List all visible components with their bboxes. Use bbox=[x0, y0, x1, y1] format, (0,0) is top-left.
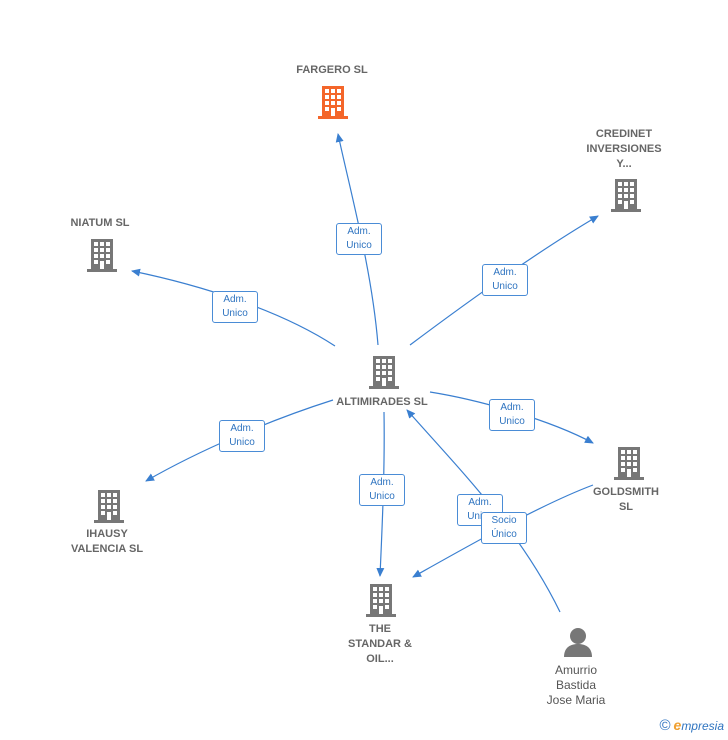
copyright-symbol: © bbox=[659, 717, 671, 734]
edge-label-to-credinet: Adm. Unico bbox=[482, 264, 528, 296]
building-icon-niatum[interactable] bbox=[87, 239, 117, 272]
edge-label-to-niatum: Adm. Unico bbox=[212, 291, 258, 323]
node-label-amurrio[interactable]: Amurrio Bastida Jose Maria bbox=[546, 663, 606, 707]
edge-label-to-fargero: Adm. Unico bbox=[336, 223, 382, 255]
edge-label-to-ihausy: Adm. Unico bbox=[219, 420, 265, 452]
edge-label-to-goldsmith: Adm. Unico bbox=[489, 399, 535, 431]
edge-label-to-standar: Adm. Unico bbox=[359, 474, 405, 506]
person-icon-amurrio[interactable] bbox=[564, 628, 592, 657]
node-label-ihausy[interactable]: IHAUSY VALENCIA SL bbox=[70, 528, 144, 555]
edge-label-goldsmith-to-standar: Socio Único bbox=[481, 512, 527, 544]
node-label-credinet[interactable]: CREDINET INVERSIONES Y... bbox=[586, 128, 662, 170]
node-label-fargero[interactable]: FARGERO SL bbox=[296, 64, 368, 76]
building-icon-goldsmith[interactable] bbox=[614, 447, 644, 480]
brand-logo-e: e bbox=[673, 717, 682, 733]
building-icon-credinet[interactable] bbox=[611, 179, 641, 212]
edges bbox=[131, 133, 599, 613]
node-label-standar[interactable]: THE STANDAR & OIL... bbox=[348, 623, 412, 665]
building-icon-fargero[interactable] bbox=[318, 86, 348, 119]
brand-watermark: ©empresia bbox=[659, 717, 724, 734]
building-icon-ihausy[interactable] bbox=[94, 490, 124, 523]
node-label-goldsmith[interactable]: GOLDSMITH SL bbox=[593, 486, 659, 513]
brand-logo-text: mpresia bbox=[681, 719, 724, 733]
node-label-altimirades[interactable]: ALTIMIRADES SL bbox=[336, 396, 428, 408]
building-icon-standar[interactable] bbox=[366, 584, 396, 617]
node-label-niatum[interactable]: NIATUM SL bbox=[70, 217, 130, 229]
edge-label-amurrio-to-altimirades: Adm. Unico bbox=[457, 494, 503, 526]
building-icon-altimirades[interactable] bbox=[369, 356, 399, 389]
